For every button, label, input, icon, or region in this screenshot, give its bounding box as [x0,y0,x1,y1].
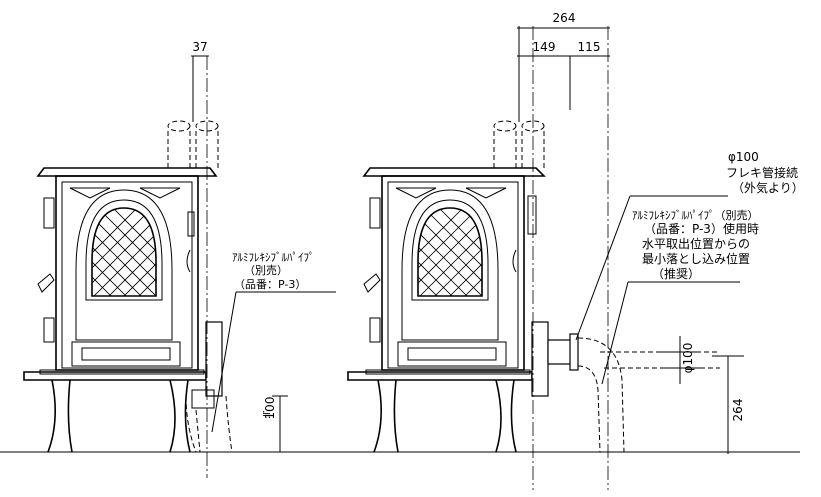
right-pipe-line5: （推奨） [652,267,700,281]
label-left-pipe: ｱﾙﾐﾌﾚｷｼﾌﾞﾙﾊﾟｲﾌﾟ （別売） （品番：P-3） [211,251,336,433]
dim-100-left-label: 100 [263,397,277,420]
stove-left [23,120,233,453]
window-lattice [92,208,156,296]
dim-100-left: 100 ≒ [262,395,288,452]
left-pipe-line1: ｱﾙﾐﾌﾚｷｼﾌﾞﾙﾊﾟｲﾌﾟ [232,251,315,264]
dim-264-right: 264 [712,355,745,454]
right-pipe-line4: 最小落とし込み位置 [642,251,750,266]
dim-149-label: 149 [533,40,556,54]
dim-37: 37 [191,40,209,57]
right-pipe-line2: （品番：P-3）使用時 [644,221,759,236]
right-pipe-line3: 水平取出位置からの [642,236,750,251]
connect-line2: フレキ管接続 [726,165,798,180]
dim-37-label: 37 [192,40,207,54]
connect-line1: φ100 [728,150,759,164]
approx-mark: ≒ [262,408,271,421]
stove-right [347,120,720,453]
dim-149-115: 149 115 [517,40,610,57]
label-right-pipe: ｱﾙﾐﾌﾚｷｼﾌﾞﾙﾊﾟｲﾌﾟ（別売） （品番：P-3）使用時 水平取出位置から… [601,209,759,385]
left-pipe-line3: （品番：P-3） [234,278,306,291]
dim-phi100-label: φ100 [681,343,695,374]
label-right-connect: φ100 フレキ管接続 （外気より） [575,150,804,341]
connect-line3: （外気より） [732,180,804,195]
dim-115-label: 115 [578,40,601,54]
right-pipe-line1: ｱﾙﾐﾌﾚｷｼﾌﾞﾙﾊﾟｲﾌﾟ（別売） [632,209,759,222]
dim-264-top: 264 [517,11,610,29]
dim-264-right-label: 264 [731,399,745,422]
left-pipe-line2: （別売） [244,264,288,277]
dim-264-top-label: 264 [553,11,576,25]
dim-phi100: φ100 [660,336,700,384]
